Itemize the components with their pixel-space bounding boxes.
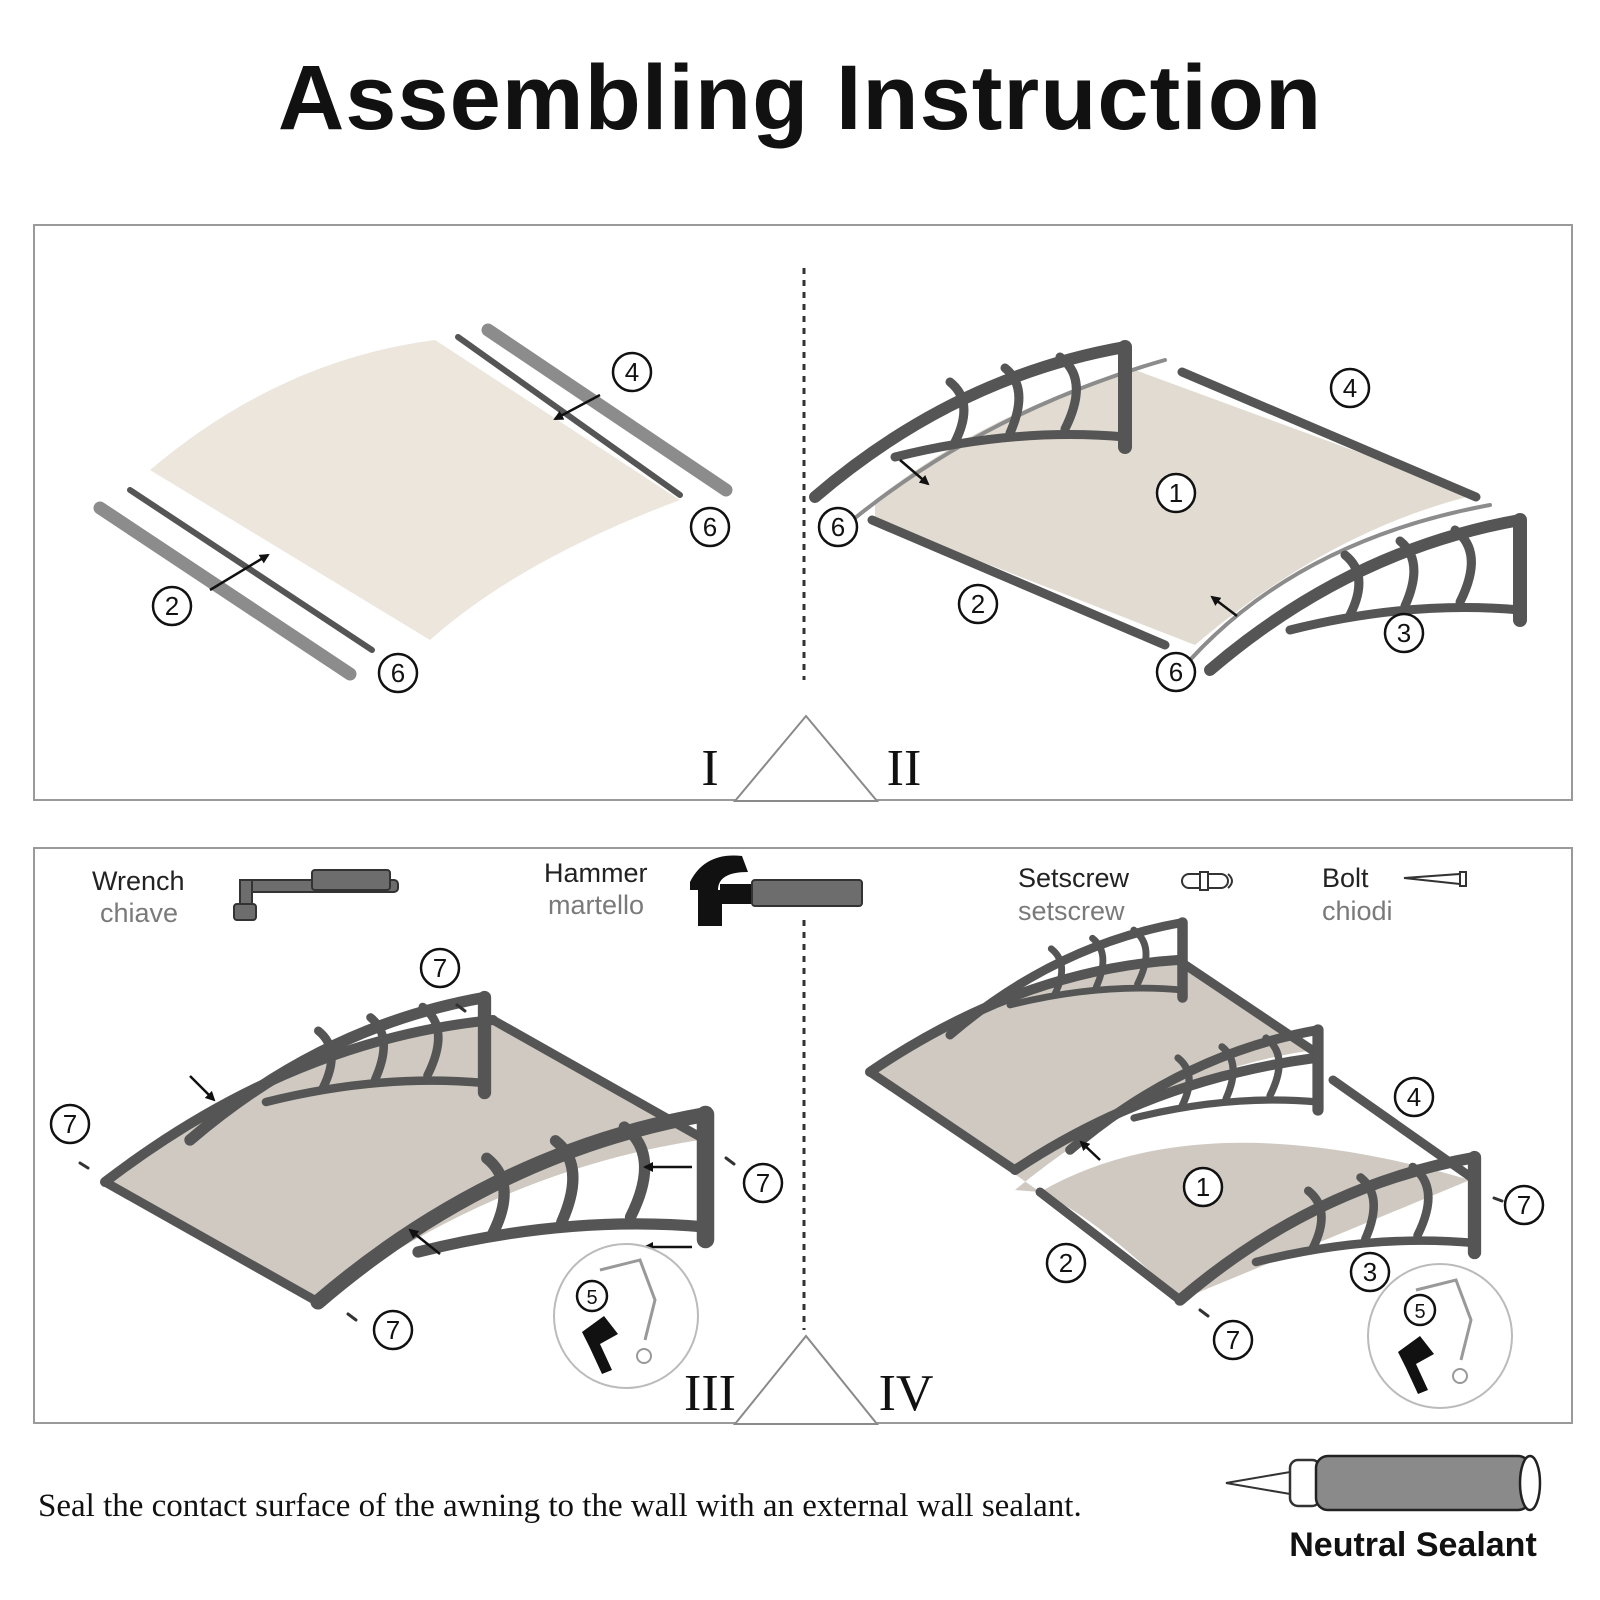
part-callout: 4	[1393, 1076, 1435, 1118]
svg-text:7: 7	[433, 953, 447, 983]
page-title: Assembling Instruction	[277, 47, 1323, 149]
part-callout: 7	[1503, 1184, 1545, 1226]
part-callout: 1	[1155, 472, 1197, 514]
part-callout: 5	[1403, 1293, 1437, 1327]
part-callout: 7	[49, 1103, 91, 1145]
tool-hammer: Hammer martello	[544, 855, 863, 926]
part-callout: 7	[1212, 1319, 1254, 1361]
setscrew-icon	[1181, 871, 1233, 891]
svg-text:6: 6	[391, 658, 405, 688]
part-callout: 2	[957, 583, 999, 625]
bar-6-bottom	[127, 487, 375, 653]
sealant-instruction: Seal the contact surface of the awning t…	[38, 1488, 1082, 1524]
svg-text:1: 1	[1169, 478, 1183, 508]
part-callout: 2	[1045, 1242, 1087, 1284]
sealant-label: Neutral Sealant	[1289, 1526, 1537, 1564]
part-callout: 7	[419, 947, 461, 989]
step-label-4: IV	[879, 1365, 934, 1422]
svg-text:2: 2	[165, 591, 179, 621]
wrench-icon	[233, 869, 399, 921]
part-callout: 5	[575, 1279, 609, 1313]
svg-text:7: 7	[1226, 1325, 1240, 1355]
svg-text:4: 4	[625, 357, 639, 387]
bracket-arc-back	[865, 955, 1183, 1077]
svg-text:7: 7	[1517, 1190, 1531, 1220]
svg-text:7: 7	[756, 1168, 770, 1198]
sealant-tube-icon	[1225, 1454, 1542, 1512]
svg-text:7: 7	[63, 1109, 77, 1139]
detail-callout	[1367, 1263, 1513, 1409]
bar-2	[1035, 1187, 1185, 1305]
bar-4-top	[481, 323, 733, 497]
step-3-illustration	[78, 998, 736, 1389]
part-callout: 1	[1182, 1166, 1224, 1208]
bolt-icon	[1403, 871, 1467, 887]
svg-text:5: 5	[1414, 1301, 1425, 1323]
svg-text:6: 6	[703, 512, 717, 542]
svg-text:3: 3	[1363, 1257, 1377, 1287]
part-callout: 6	[377, 652, 419, 694]
bar-4	[1177, 367, 1481, 502]
step-label-1: I	[701, 740, 718, 797]
svg-text:chiave: chiave	[100, 898, 178, 928]
svg-text:Bolt: Bolt	[1322, 863, 1369, 893]
svg-text:5: 5	[586, 1287, 597, 1309]
part-callout: 6	[1155, 651, 1197, 693]
tool-wrench: Wrench chiave	[92, 866, 399, 928]
svg-text:martello: martello	[548, 890, 644, 920]
hammer-icon	[690, 855, 863, 926]
step-label-3: III	[684, 1365, 736, 1422]
part-callout: 3	[1383, 612, 1425, 654]
svg-text:1: 1	[1196, 1172, 1210, 1202]
svg-text:setscrew: setscrew	[1018, 896, 1125, 926]
step-notch-lower	[732, 1334, 880, 1425]
bar-2-bottom	[93, 501, 357, 681]
part-callout: 6	[817, 506, 859, 548]
part-callout: 3	[1349, 1251, 1391, 1293]
tool-setscrew: Setscrew setscrew	[1018, 863, 1233, 926]
svg-text:6: 6	[1169, 657, 1183, 687]
step-label-2: II	[887, 740, 922, 797]
bar-2	[100, 1177, 323, 1307]
svg-text:3: 3	[1397, 618, 1411, 648]
svg-text:2: 2	[1059, 1248, 1073, 1278]
svg-text:Wrench: Wrench	[92, 866, 185, 896]
bar-6-top	[455, 334, 683, 498]
bar-6-right	[1188, 503, 1492, 662]
polycarbonate-sheet	[150, 340, 680, 640]
svg-text:4: 4	[1343, 373, 1357, 403]
step-notch-upper	[732, 714, 880, 802]
part-callout: 7	[742, 1162, 784, 1204]
bar-2	[867, 515, 1170, 650]
detail-callout	[553, 1243, 699, 1389]
svg-text:Setscrew: Setscrew	[1018, 863, 1130, 893]
part-callout: 7	[372, 1309, 414, 1351]
step-1-illustration	[93, 323, 733, 681]
step-4-illustration	[865, 923, 1513, 1409]
part-callout: 6	[689, 506, 731, 548]
part-callout: 2	[151, 585, 193, 627]
bar-side	[865, 1067, 1020, 1175]
part-callout: 4	[1329, 367, 1371, 409]
tool-bolt: Bolt chiodi	[1322, 863, 1467, 926]
part-callout: 4	[611, 351, 653, 393]
svg-text:7: 7	[386, 1315, 400, 1345]
svg-text:Hammer: Hammer	[544, 858, 648, 888]
svg-text:4: 4	[1407, 1082, 1421, 1112]
svg-text:6: 6	[831, 512, 845, 542]
svg-text:chiodi: chiodi	[1322, 896, 1393, 926]
bracket-arc-mid	[1010, 1053, 1320, 1175]
svg-text:2: 2	[971, 589, 985, 619]
